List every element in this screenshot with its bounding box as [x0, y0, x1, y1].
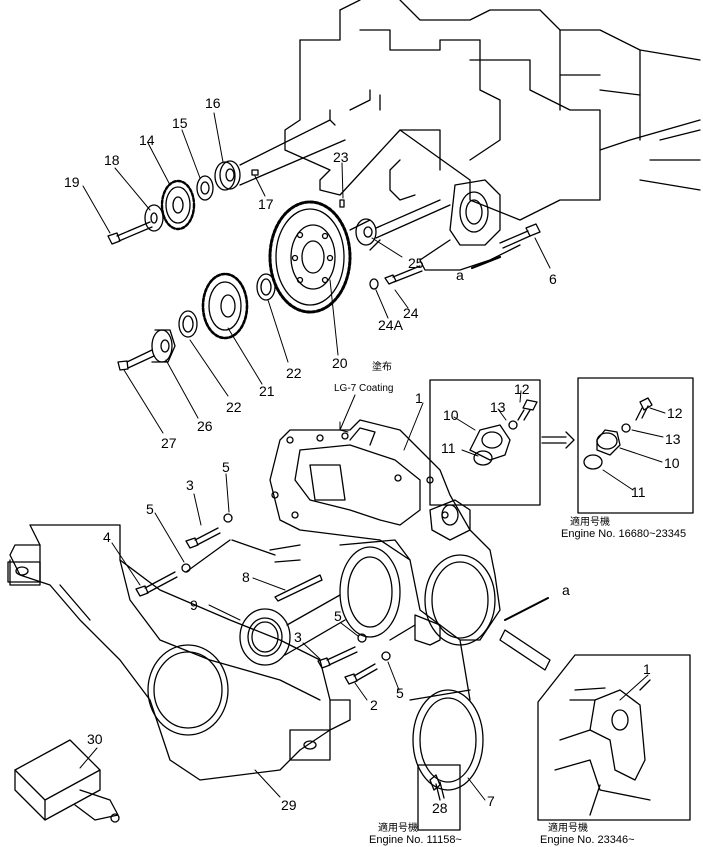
engine-range-lower-left: Engine No. 11158~: [369, 834, 462, 846]
callout-8: 8: [242, 569, 250, 585]
callout-27: 27: [161, 435, 177, 451]
callout-28: 28: [432, 800, 448, 816]
callout-21: 21: [259, 383, 275, 399]
callout-3-upper: 3: [186, 477, 194, 493]
callout-22-upper: 22: [286, 365, 302, 381]
callout-13-right: 13: [665, 431, 681, 447]
callout-view-a-upper: a: [456, 267, 464, 283]
callout-30: 30: [87, 731, 103, 747]
callout-24A: 24A: [378, 317, 403, 333]
engine-range-upper: Engine No. 16680~23345: [561, 528, 687, 540]
inset-variant-box: [541, 377, 694, 514]
applicable-jp-lower-left: 適用号機: [378, 823, 418, 834]
callout-23: 23: [333, 149, 349, 165]
callout-view-a-lower: a: [562, 582, 570, 598]
callout-6: 6: [549, 271, 557, 287]
callout-22-lower: 22: [226, 399, 242, 415]
callout-13-left: 13: [490, 399, 506, 415]
callout-9: 9: [190, 597, 198, 613]
callout-5-b: 5: [146, 501, 154, 517]
leader-lines: [79, 112, 666, 801]
bracket-29: [7, 524, 351, 781]
callout-16: 16: [205, 95, 221, 111]
callout-11-right: 11: [631, 484, 646, 500]
callout-18: 18: [104, 152, 120, 168]
callout-1-inset: 1: [643, 661, 651, 677]
callout-1: 1: [415, 390, 423, 406]
callout-17: 17: [258, 196, 274, 212]
callout-29: 29: [281, 797, 297, 813]
coating-note: LG-7 Coating: [334, 383, 394, 394]
callout-5-a: 5: [222, 459, 230, 475]
gear-train: [107, 119, 541, 371]
callout-7: 7: [487, 793, 495, 809]
front-hardware: [135, 513, 551, 831]
callout-5-c: 5: [334, 608, 342, 624]
engine-block: [284, 0, 701, 271]
callout-20: 20: [332, 355, 348, 371]
applicable-jp-lower-right: 適用号機: [548, 823, 588, 834]
callout-15: 15: [172, 115, 188, 131]
callout-12-right: 12: [667, 405, 683, 421]
part-30: [14, 739, 120, 823]
callout-24: 24: [403, 305, 419, 321]
inset-detail-box: [429, 379, 541, 506]
engine-range-lower-right: Engine No. 23346~: [540, 834, 635, 846]
callout-5-d: 5: [396, 685, 404, 701]
callout-3-lower: 3: [294, 629, 302, 645]
coating-note-jp: 塗布: [372, 362, 392, 373]
callout-12-left: 12: [514, 381, 530, 397]
applicable-jp-upper: 適用号機: [570, 517, 610, 528]
gear-case-cover: [269, 419, 501, 646]
inset-lower-right: [537, 654, 691, 821]
callout-26: 26: [197, 418, 213, 434]
callout-10-right: 10: [664, 455, 680, 471]
callout-25: 25: [408, 255, 424, 271]
callout-10-left: 10: [443, 407, 459, 423]
callout-4: 4: [103, 529, 111, 545]
callout-2: 2: [370, 697, 378, 713]
callout-19: 19: [64, 174, 80, 190]
callout-11-left: 11: [441, 440, 456, 456]
callout-14: 14: [139, 132, 155, 148]
